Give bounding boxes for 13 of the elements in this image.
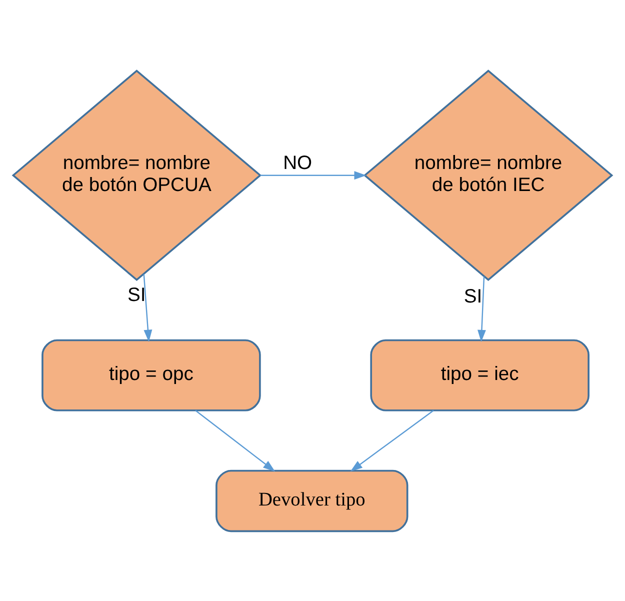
node-box: tipo = opc [42,338,261,411]
node-box: Devolver tipo [216,469,408,532]
node-box: tipo = iec [370,338,590,411]
edge-label: SI [128,284,146,306]
arrow [478,276,486,342]
edge-label: NO [283,152,312,174]
node-diamond: nombre= nombre de botón OPCUA [12,69,262,281]
arrow [143,274,152,342]
arrow [195,410,276,472]
node-diamond: nombre= nombre de botón IEC [363,69,614,281]
arrow [350,410,434,472]
arrow [260,170,366,180]
edge-label: SI [464,286,482,307]
